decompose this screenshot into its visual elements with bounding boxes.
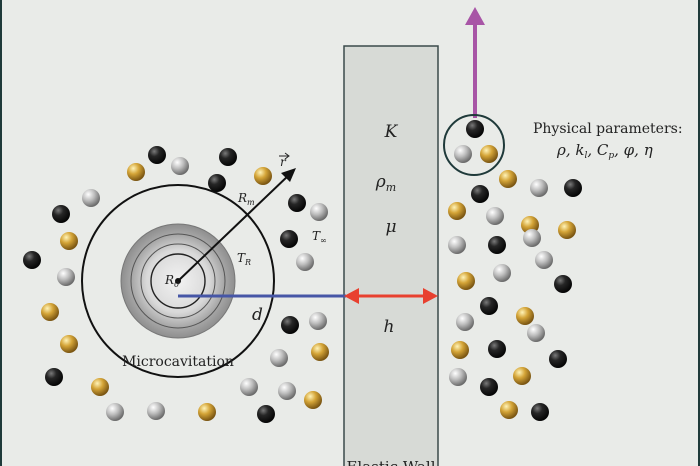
distance-d-label: d	[252, 305, 263, 325]
radius-vector-head	[281, 168, 296, 182]
gold-particle	[304, 391, 322, 409]
gold-particle	[198, 403, 216, 421]
r0-label: R0	[164, 273, 179, 289]
microcavitation-label: Microcavitation	[122, 354, 234, 370]
gold-particle	[448, 202, 466, 220]
black-particle	[466, 120, 484, 138]
black-particle	[471, 185, 489, 203]
black-particle	[549, 350, 567, 368]
particle-field	[23, 120, 582, 423]
black-particle	[148, 146, 166, 164]
gold-particle	[457, 272, 475, 290]
black-particle	[219, 148, 237, 166]
silver-particle	[449, 368, 467, 386]
output-arrow-head	[465, 7, 485, 25]
wall-k-label: K	[384, 122, 399, 142]
gold-particle	[91, 378, 109, 396]
silver-particle	[270, 349, 288, 367]
black-particle	[488, 340, 506, 358]
sample-circle	[443, 114, 505, 176]
silver-particle	[310, 203, 328, 221]
silver-particle	[454, 145, 472, 163]
black-particle	[45, 368, 63, 386]
black-particle	[554, 275, 572, 293]
wall-viscosity-label: μ	[385, 217, 396, 237]
black-particle	[281, 316, 299, 334]
silver-particle	[535, 251, 553, 269]
wall-name-label: Elastic Wall	[346, 458, 435, 466]
silver-particle	[171, 157, 189, 175]
elastic-wall	[343, 45, 439, 466]
tr-label: TR	[237, 251, 251, 267]
gold-particle	[516, 307, 534, 325]
gold-particle	[41, 303, 59, 321]
black-particle	[257, 405, 275, 423]
silver-particle	[493, 264, 511, 282]
silver-particle	[530, 179, 548, 197]
wall-thickness-label: h	[384, 317, 395, 337]
gold-particle	[451, 341, 469, 359]
gold-particle	[60, 232, 78, 250]
silver-particle	[240, 378, 258, 396]
black-particle	[52, 205, 70, 223]
r-vector-label: r	[280, 155, 287, 169]
silver-particle	[486, 207, 504, 225]
physical-parameters-values: ρ, kl, Cp, φ, η	[556, 141, 653, 161]
gold-particle	[499, 170, 517, 188]
black-particle	[288, 194, 306, 212]
gold-particle	[127, 163, 145, 181]
gold-particle	[480, 145, 498, 163]
outer-cavity-boundary	[81, 184, 275, 378]
silver-particle	[523, 229, 541, 247]
wall-density-label: ρm	[375, 172, 396, 194]
thermal-ring-1	[130, 233, 226, 329]
black-particle	[480, 297, 498, 315]
silver-particle	[278, 382, 296, 400]
top-label: eyntiisf	[505, 0, 562, 1]
black-particle	[488, 236, 506, 254]
black-particle	[480, 378, 498, 396]
thickness-arrow-left-head	[344, 288, 359, 304]
black-particle	[208, 174, 226, 192]
gold-particle	[254, 167, 272, 185]
thickness-arrow-right-head	[423, 288, 438, 304]
tinf-label: T∞	[312, 229, 327, 245]
physical-parameters-title: Physical parameters:	[533, 121, 683, 137]
silver-particle	[296, 253, 314, 271]
silver-particle	[106, 403, 124, 421]
silver-particle	[527, 324, 545, 342]
silver-particle	[147, 402, 165, 420]
bubble-radius-r0	[150, 253, 206, 309]
thermal-ring-2	[140, 243, 216, 319]
gold-particle	[500, 401, 518, 419]
rm-label: Rm	[237, 191, 255, 207]
gold-particle	[60, 335, 78, 353]
black-particle	[531, 403, 549, 421]
gold-particle	[311, 343, 329, 361]
gold-particle	[558, 221, 576, 239]
silver-particle	[82, 189, 100, 207]
black-particle	[23, 251, 41, 269]
r-vector-overline-head	[284, 152, 290, 160]
silver-particle	[309, 312, 327, 330]
gold-particle	[513, 367, 531, 385]
silver-particle	[57, 268, 75, 286]
silver-particle	[456, 313, 474, 331]
black-particle	[564, 179, 582, 197]
radius-vector	[177, 173, 291, 282]
silver-particle	[448, 236, 466, 254]
black-particle	[280, 230, 298, 248]
